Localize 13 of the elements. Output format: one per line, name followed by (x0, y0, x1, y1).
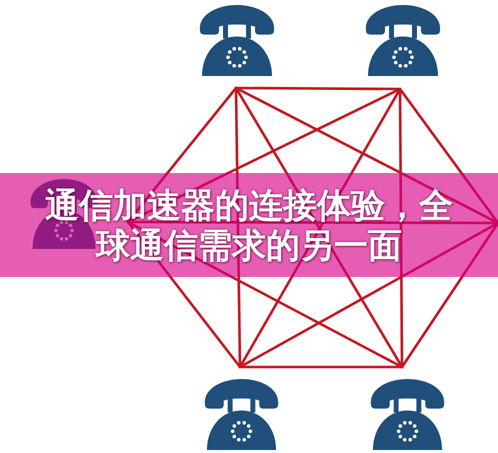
connector-line (238, 222, 498, 368)
telephone-icon (197, 3, 277, 78)
connector-line (238, 366, 404, 368)
connector-line (400, 222, 498, 368)
connector-line (126, 220, 404, 368)
connector-line (234, 86, 402, 90)
telephone-icon (368, 377, 447, 452)
title-banner: 通信加速器的连接体验，全球通信需求的另一面 (0, 173, 498, 277)
telephone-icon (202, 377, 281, 452)
connector-line (126, 220, 242, 368)
telephone-icon (363, 3, 443, 78)
connector-line (398, 88, 498, 224)
connector-line (234, 86, 498, 224)
